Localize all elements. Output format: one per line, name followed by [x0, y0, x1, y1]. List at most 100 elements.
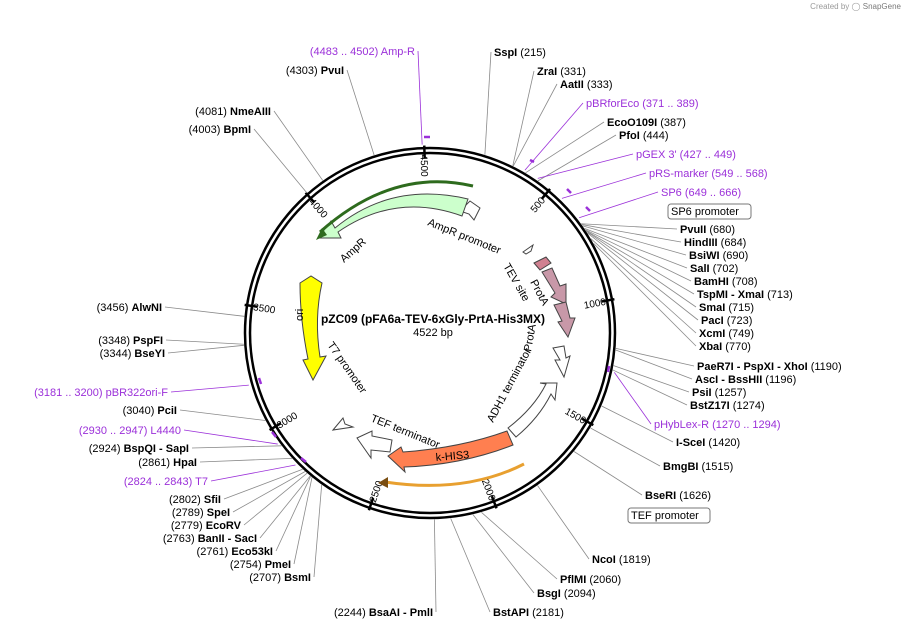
enzyme-leader — [525, 121, 605, 174]
enzyme-position: (1257) — [712, 387, 747, 399]
enzyme-label: BamHI (708) — [694, 276, 758, 288]
enzyme-name: AscI - BssHII — [695, 374, 762, 386]
plasmid-size: 4522 bp — [413, 327, 453, 339]
enzyme-label: (2761) Eco53kI — [197, 546, 273, 558]
enzyme-position: (444) — [640, 130, 669, 142]
enzyme-label: (2924) BspQI - SapI — [89, 443, 189, 455]
primer-label: (2930 .. 2947) L4440 — [79, 425, 181, 437]
small-feature-arrow — [522, 243, 534, 255]
enzyme-name: TspMI - XmaI — [697, 289, 764, 301]
boxed-feature-sp6-promoter: SP6 promoter — [667, 203, 752, 220]
enzyme-position: (2094) — [561, 588, 596, 600]
tef-terminator-arrow — [356, 430, 393, 460]
enzyme-name: NcoI — [592, 554, 616, 566]
enzyme-label: ZraI (331) — [537, 66, 586, 78]
primer-label: pGEX 3' (427 .. 449) — [636, 149, 736, 161]
tev-site-arrow — [533, 256, 552, 271]
enzyme-position: (708) — [729, 276, 758, 288]
leader-lines — [164, 50, 699, 613]
primer-mark-sp6 — [585, 206, 591, 212]
ring-tick — [268, 422, 282, 432]
tick-label: 500 — [529, 195, 548, 215]
enzyme-name: BseYI — [134, 348, 165, 360]
enzyme-name: SspI — [494, 47, 517, 59]
enzyme-position: (3040) — [123, 405, 158, 417]
tick-label: 4000 — [306, 197, 329, 221]
enzyme-name: PciI — [157, 405, 177, 417]
enzyme-name: AlwNI — [131, 302, 162, 314]
enzyme-leader — [512, 70, 535, 166]
backbone-inner — [248, 151, 612, 515]
enzyme-name: Eco53kI — [231, 546, 273, 558]
enzyme-position: (3456) — [97, 302, 132, 314]
enzyme-name: BanII - SacI — [198, 533, 257, 545]
feature-label-prota-2: ProtA — [522, 323, 539, 353]
primer-mark-l4440 — [271, 431, 277, 438]
enzyme-position: (1515) — [698, 461, 733, 473]
boxed-feature-tef-promoter: TEF promoter — [627, 507, 711, 524]
enzyme-name: PmeI — [265, 559, 291, 571]
enzyme-name: BmgBI — [663, 461, 698, 473]
enzyme-leader — [275, 476, 311, 552]
prota-arrow-2 — [553, 301, 576, 339]
enzyme-leader — [581, 224, 682, 243]
enzyme-leader — [165, 339, 244, 345]
enzyme-label: (2802) SfiI — [169, 494, 221, 506]
feature-label-tev-site: TEV site — [500, 262, 531, 304]
snapgene-watermark: Created by ◯ SnapGene — [810, 2, 901, 11]
enzyme-label: (3456) AlwNI — [97, 302, 162, 314]
ring-tick — [540, 188, 551, 200]
enzyme-label: (2763) BanII - SacI — [163, 533, 257, 545]
enzyme-label: I-SceI (1420) — [676, 437, 740, 449]
enzyme-label: BstZ17I (1274) — [690, 400, 765, 412]
enzyme-label: NcoI (1819) — [592, 554, 651, 566]
enzyme-position: (2060) — [586, 574, 621, 586]
enzyme-leader — [615, 348, 695, 367]
enzyme-name: EcoRV — [206, 520, 242, 532]
enzyme-name: I-SceI — [676, 437, 705, 449]
primer-leader — [183, 429, 278, 445]
enzyme-name: BseRI — [645, 490, 676, 502]
enzyme-leader — [273, 110, 324, 181]
ori-arrow — [299, 275, 327, 382]
enzyme-leader — [481, 511, 558, 580]
enzyme-leader — [537, 485, 590, 560]
enzyme-position: (690) — [720, 250, 749, 262]
enzyme-label: (2861) HpaI — [138, 457, 197, 469]
enzyme-position: (3344) — [100, 348, 135, 360]
enzyme-leader — [472, 514, 535, 594]
enzyme-name: BpmI — [224, 124, 252, 136]
enzyme-leader — [590, 427, 661, 467]
tef-promoter-label: TEF promoter — [631, 510, 699, 522]
primer-mark-pbrforeco — [529, 158, 535, 164]
enzyme-label: PfoI (444) — [619, 130, 669, 142]
primer-leader — [579, 191, 659, 219]
enzyme-leader — [293, 477, 313, 565]
ring-tick — [367, 497, 375, 511]
khis3-primer-bar — [384, 462, 525, 487]
enzyme-position: (2789) — [172, 507, 207, 519]
enzyme-name: PaeR7I - PspXI - XhoI — [697, 361, 808, 373]
enzyme-label: AscI - BssHII (1196) — [695, 374, 796, 386]
enzyme-leader — [313, 484, 323, 578]
enzyme-name: BsmI — [284, 572, 311, 584]
enzyme-name: BspQI - SapI — [124, 443, 189, 455]
enzyme-position: (713) — [764, 289, 793, 301]
enzyme-leader — [253, 128, 308, 194]
enzyme-leader — [243, 472, 308, 526]
primer-leader — [170, 384, 249, 393]
enzyme-leader — [601, 405, 674, 443]
enzyme-position: (2779) — [171, 520, 206, 532]
primer-label: pHybLex-R (1270 .. 1294) — [654, 419, 781, 431]
backbone-outer — [243, 146, 617, 520]
enzyme-position: (2761) — [197, 546, 232, 558]
enzyme-leader — [581, 223, 678, 230]
ring-tick — [581, 417, 594, 427]
enzyme-position: (387) — [657, 117, 686, 129]
primer-leader — [561, 172, 647, 199]
enzyme-position: (3348) — [98, 335, 133, 347]
ring-tick — [304, 191, 316, 204]
tick-label: 3500 — [252, 302, 276, 316]
enzyme-leader — [191, 445, 282, 449]
enzyme-position: (770) — [722, 341, 751, 353]
